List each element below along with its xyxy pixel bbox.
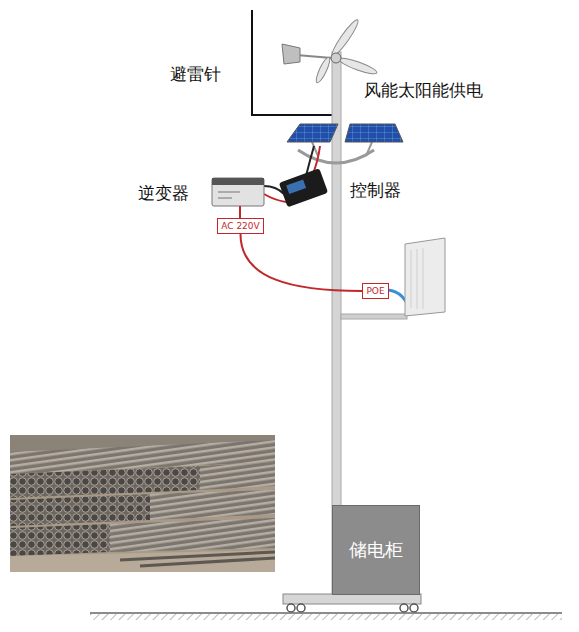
cart-base — [90, 594, 562, 620]
part-label: 风能太阳能供电 — [364, 80, 483, 100]
node-text: POE — [366, 286, 384, 296]
part-label: 控制器 — [350, 180, 401, 200]
voltage-tag: AC 220V — [217, 218, 264, 234]
storage-cabinet: 储电柜 — [332, 505, 420, 595]
wind-turbine — [282, 18, 378, 84]
solar-panels — [287, 124, 403, 163]
node-text: 储电柜 — [349, 538, 403, 562]
rfid-reader — [341, 238, 445, 319]
power-equipment — [212, 146, 328, 218]
part-label: 逆变器 — [138, 183, 189, 203]
lightning-rod — [252, 10, 332, 115]
poe-tag: POE — [362, 283, 389, 299]
node-text: AC 220V — [221, 221, 259, 231]
part-label: 避雷针 — [170, 64, 221, 84]
rebar-photo — [10, 435, 275, 572]
power-wire — [241, 234, 363, 291]
